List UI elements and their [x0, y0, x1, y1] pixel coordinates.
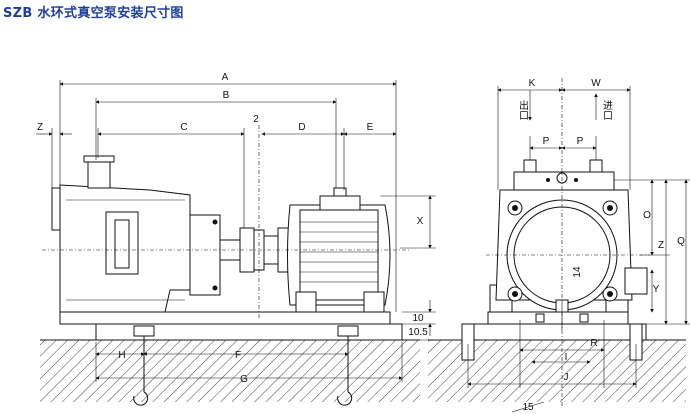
- dim-X: X: [417, 216, 424, 227]
- dim-P-left: P: [543, 136, 550, 147]
- dim-2: 2: [253, 114, 259, 125]
- side-view: A B C D E Z 2 X 10 10.5 H F G: [36, 72, 436, 406]
- dim-10-5: 10.5: [408, 327, 428, 338]
- dim-E: E: [367, 122, 374, 133]
- dim-H: H: [118, 350, 125, 361]
- dim-14: 14: [572, 266, 583, 278]
- dim-P-right: P: [577, 136, 584, 147]
- dim-R: R: [590, 338, 597, 349]
- motor: [277, 187, 391, 313]
- dim-B: B: [223, 90, 230, 101]
- base-frame: [59, 311, 391, 325]
- dim-F: F: [235, 350, 241, 361]
- dim-D: D: [298, 122, 305, 133]
- dim-Q: Q: [677, 236, 685, 247]
- dim-W: W: [591, 78, 601, 89]
- dim-G: G: [240, 374, 248, 385]
- label-inlet: 进口: [601, 100, 613, 120]
- label-outlet: 出口: [517, 99, 528, 120]
- dim-C: C: [180, 122, 187, 133]
- dim-Z: Z: [37, 122, 43, 133]
- dim-K: K: [529, 78, 536, 89]
- dim-A: A: [222, 72, 229, 83]
- dim-Y: Y: [653, 284, 660, 295]
- drawing-title: SZB 水环式真空泵安装尺寸图: [3, 6, 184, 21]
- dim-O: O: [643, 210, 651, 221]
- pump-body: [51, 155, 221, 313]
- dim-Z-end: Z: [658, 240, 664, 251]
- dim-I: I: [565, 352, 568, 363]
- ground-hatch: [40, 340, 420, 402]
- dim-J: J: [564, 372, 569, 383]
- end-view: K W 出口 进口 P P O Z Q Y 14 R I J 15: [428, 78, 690, 413]
- dim-10: 10: [412, 313, 424, 324]
- dim-15: 15: [522, 402, 534, 413]
